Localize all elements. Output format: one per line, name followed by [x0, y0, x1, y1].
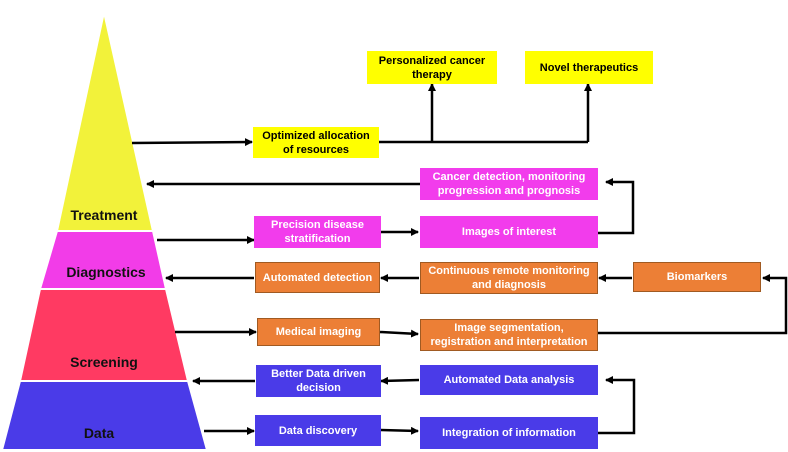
box-automated-analysis: Automated Data analysis: [420, 365, 598, 395]
box-personalized-therapy: Personalized cancer therapy: [367, 51, 497, 84]
arrow-discovery-integration: [380, 426, 419, 435]
box-continuous-monitoring: Continuous remote monitoring and diagnos…: [420, 262, 598, 294]
box-biomarkers: Biomarkers: [633, 262, 761, 292]
box-novel-therapeutics: Novel therapeutics: [525, 51, 653, 84]
arrow-medical-segmentation: [379, 329, 419, 338]
arrow-integration-analysis: [598, 376, 636, 435]
label-diagnostics: Diagnostics: [66, 264, 146, 280]
arrow-images-to-cancer-detection: [598, 178, 635, 235]
box-image-segmentation: Image segmentation, registration and int…: [420, 319, 598, 351]
box-automated-detection: Automated detection: [255, 262, 380, 293]
box-optimized-allocation: Optimized allocation of resources: [253, 127, 379, 158]
box-integration-information: Integration of information: [420, 417, 598, 449]
box-data-discovery: Data discovery: [255, 415, 381, 446]
box-precision-stratification: Precision disease stratification: [254, 216, 381, 248]
box-medical-imaging: Medical imaging: [257, 318, 380, 346]
label-treatment: Treatment: [70, 207, 138, 223]
pyramid-level-data: [0, 380, 209, 451]
box-better-data-decision: Better Data driven decision: [256, 365, 381, 397]
label-data: Data: [83, 425, 115, 441]
box-images-of-interest: Images of interest: [420, 216, 598, 248]
arrow-segmentation-biomarkers: [598, 274, 788, 335]
arrow-treatment-optimized: [131, 138, 253, 147]
box-cancer-detection: Cancer detection, monitoring progression…: [420, 168, 598, 200]
label-screening: Screening: [70, 354, 138, 370]
pyramid-level-treatment: [55, 11, 155, 232]
pyramid-level-diagnostics: [38, 230, 168, 290]
arrow-analysis-betterdata: [380, 376, 420, 385]
